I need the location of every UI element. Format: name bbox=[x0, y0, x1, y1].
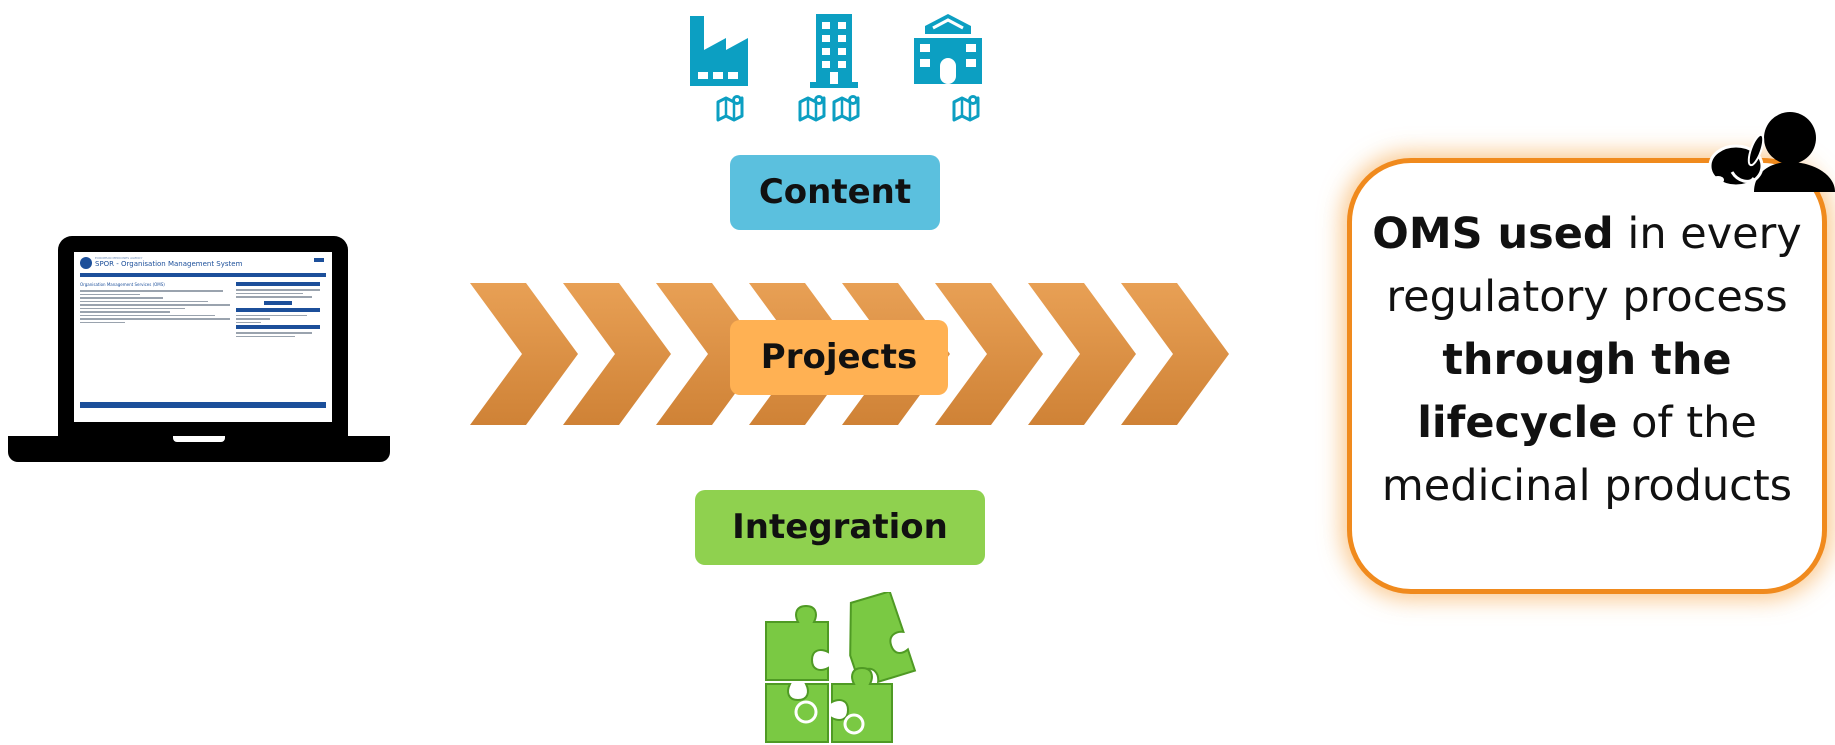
map-pin-icon bbox=[798, 93, 826, 122]
screen-header: EUROPEAN MEDICINES AGENCY SPOR - Organis… bbox=[80, 256, 326, 270]
school-building-icon bbox=[914, 14, 982, 84]
oms-screenshot: EUROPEAN MEDICINES AGENCY SPOR - Organis… bbox=[74, 252, 332, 422]
callout-bold-lifecycle: through the lifecycle bbox=[1417, 335, 1732, 448]
callout-text-medicinal: of the medicinal products bbox=[1381, 398, 1793, 511]
ema-logo bbox=[80, 257, 92, 269]
screen-footer bbox=[80, 402, 326, 408]
screen-page-heading: Organisation Management Services (OMS) bbox=[80, 282, 165, 287]
oms-callout-box: OMS used in every regulatory process thr… bbox=[1347, 158, 1827, 594]
factory-icon bbox=[690, 16, 748, 86]
chevron-arrow-icon bbox=[1028, 283, 1136, 425]
chevron-arrow-icon bbox=[563, 283, 671, 425]
callout-text: OMS used in every regulatory process thr… bbox=[1372, 203, 1802, 518]
callout-text-regulatory: in every regulatory process bbox=[1386, 209, 1802, 322]
chevron-arrow-icon bbox=[470, 283, 578, 425]
screen-nav-bar bbox=[80, 273, 326, 277]
chevron-arrow-icon bbox=[1121, 283, 1229, 425]
map-pin-icon bbox=[716, 93, 744, 122]
rabbit-icon bbox=[1708, 133, 1765, 188]
puzzle-icon bbox=[765, 592, 917, 743]
office-building-icon bbox=[810, 14, 858, 88]
laptop-screen-bezel: EUROPEAN MEDICINES AGENCY SPOR - Organis… bbox=[58, 236, 348, 436]
screen-agency: EUROPEAN MEDICINES AGENCY bbox=[95, 256, 143, 260]
projects-label: Projects bbox=[730, 320, 948, 395]
content-label: Content bbox=[730, 155, 940, 230]
laptop-icon: EUROPEAN MEDICINES AGENCY SPOR - Organis… bbox=[8, 236, 390, 466]
locations-icon-group bbox=[690, 14, 982, 122]
callout-bold-oms-used: OMS used bbox=[1372, 209, 1614, 259]
person-icon bbox=[1708, 112, 1835, 192]
chevron-arrow-icon bbox=[935, 283, 1043, 425]
screen-login-button bbox=[314, 258, 324, 262]
map-pin-icon bbox=[952, 93, 980, 122]
integration-label: Integration bbox=[695, 490, 985, 565]
laptop-notch bbox=[173, 436, 225, 442]
map-pin-icon bbox=[832, 93, 860, 122]
screen-sidebar bbox=[236, 282, 320, 339]
screen-main-content: Organisation Management Services (OMS) bbox=[80, 282, 230, 325]
screen-app-title: SPOR - Organisation Management System bbox=[95, 260, 243, 268]
